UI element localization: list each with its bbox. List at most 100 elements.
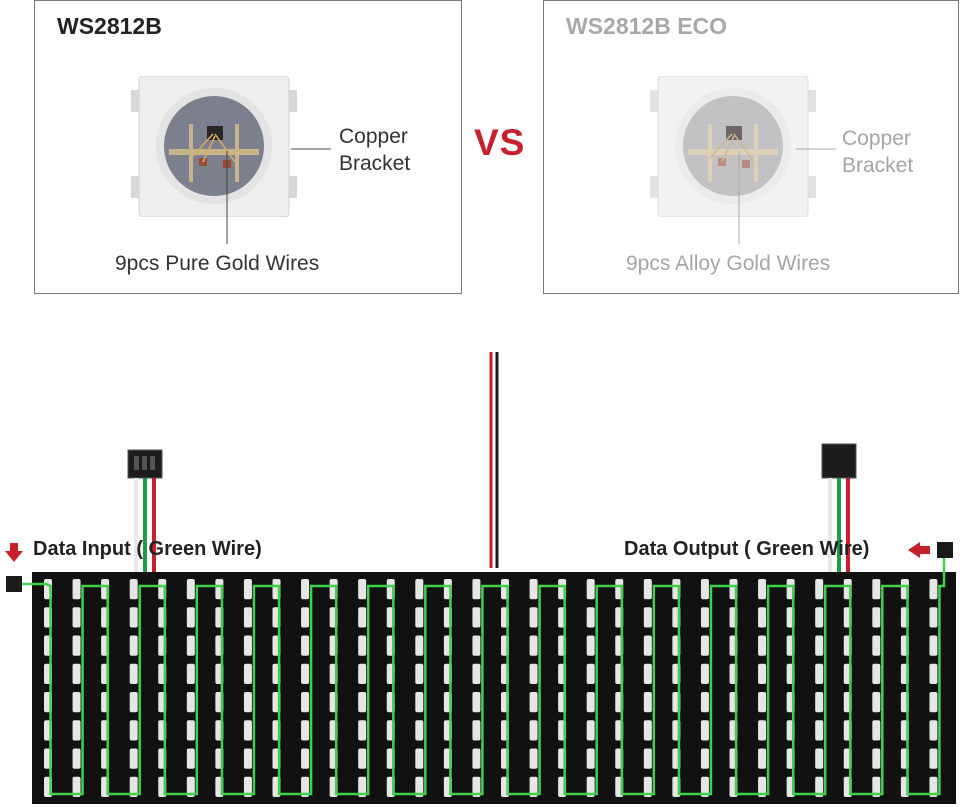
callout-lines <box>226 148 331 244</box>
led <box>358 663 367 684</box>
led <box>358 720 367 741</box>
copper-bracket-callout: Copper Bracket <box>339 125 411 175</box>
led <box>815 607 824 628</box>
led <box>758 720 767 741</box>
led <box>529 748 538 769</box>
led <box>929 607 938 628</box>
led <box>415 579 424 600</box>
ws2812b-panel: WS2812B Copper Bracket 9pcs Pure Gold Wi… <box>34 0 462 294</box>
led <box>872 579 881 600</box>
led <box>815 692 824 713</box>
led <box>929 692 938 713</box>
led <box>243 748 252 769</box>
led <box>929 579 938 600</box>
led <box>758 692 767 713</box>
led <box>72 748 81 769</box>
led <box>358 776 367 797</box>
led <box>301 663 310 684</box>
led <box>758 635 767 656</box>
led <box>186 607 195 628</box>
led <box>586 579 595 600</box>
led <box>243 776 252 797</box>
led <box>643 776 652 797</box>
led <box>186 692 195 713</box>
led <box>129 776 138 797</box>
led <box>758 776 767 797</box>
led <box>186 776 195 797</box>
led <box>358 635 367 656</box>
led <box>72 720 81 741</box>
led <box>872 692 881 713</box>
input-connector <box>127 449 163 572</box>
led <box>129 663 138 684</box>
led <box>243 635 252 656</box>
led <box>586 776 595 797</box>
led <box>815 748 824 769</box>
led <box>815 635 824 656</box>
led <box>358 579 367 600</box>
led <box>129 748 138 769</box>
panel-title: WS2812B ECO <box>566 13 728 39</box>
led <box>301 579 310 600</box>
led <box>186 635 195 656</box>
led <box>415 635 424 656</box>
led <box>700 692 709 713</box>
led <box>929 635 938 656</box>
led <box>129 579 138 600</box>
led <box>815 776 824 797</box>
gold-wires-callout: 9pcs Pure Gold Wires <box>115 252 320 275</box>
led <box>301 692 310 713</box>
data-output-label: Data Output ( Green Wire) <box>624 538 870 560</box>
led-matrix-illustration <box>5 352 956 804</box>
led <box>758 607 767 628</box>
led <box>472 635 481 656</box>
led <box>586 748 595 769</box>
led <box>586 720 595 741</box>
led <box>358 692 367 713</box>
led <box>186 720 195 741</box>
led <box>358 607 367 628</box>
led <box>586 607 595 628</box>
led <box>929 663 938 684</box>
led <box>243 692 252 713</box>
led <box>72 776 81 797</box>
led <box>872 720 881 741</box>
led <box>72 607 81 628</box>
led <box>472 607 481 628</box>
led <box>586 635 595 656</box>
pcb-board <box>32 572 956 804</box>
led <box>472 692 481 713</box>
led <box>529 635 538 656</box>
led <box>872 776 881 797</box>
led <box>643 748 652 769</box>
led <box>472 720 481 741</box>
led <box>72 579 81 600</box>
led <box>758 663 767 684</box>
copper-bracket-callout: Copper Bracket <box>842 127 914 177</box>
led <box>472 663 481 684</box>
led <box>472 748 481 769</box>
led <box>700 748 709 769</box>
led <box>472 579 481 600</box>
led <box>472 776 481 797</box>
led <box>872 607 881 628</box>
led <box>643 663 652 684</box>
alloy-wires-callout: 9pcs Alloy Gold Wires <box>626 252 831 275</box>
led <box>129 720 138 741</box>
led <box>301 748 310 769</box>
led <box>415 663 424 684</box>
led <box>72 663 81 684</box>
data-signal-path <box>22 558 946 796</box>
data-input-arrow-icon <box>5 543 23 592</box>
led <box>643 579 652 600</box>
led <box>815 720 824 741</box>
led <box>700 579 709 600</box>
led <box>586 663 595 684</box>
led <box>643 720 652 741</box>
led <box>700 720 709 741</box>
led <box>872 748 881 769</box>
led <box>929 720 938 741</box>
led <box>415 607 424 628</box>
led <box>643 692 652 713</box>
led <box>758 579 767 600</box>
